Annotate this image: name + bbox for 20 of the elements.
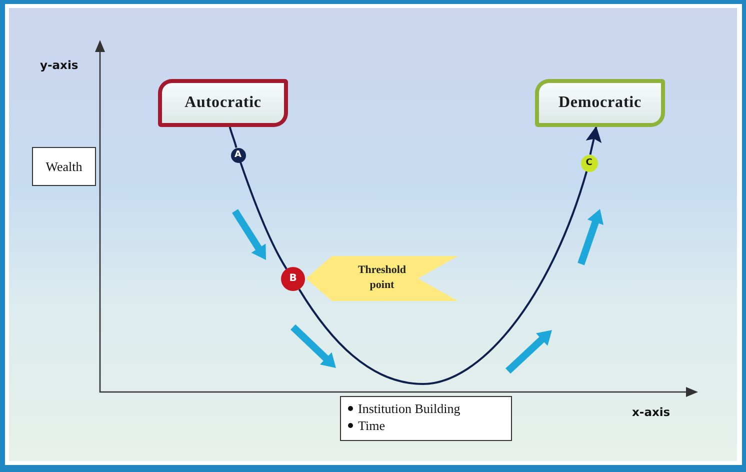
point-letter: C [586,158,592,168]
y-axis-title-box [32,147,96,186]
state-label: Democratic [558,94,642,112]
x-axis-title-box [340,396,512,441]
callout-pennant [306,256,458,301]
state-box [158,79,288,127]
list-item-text: Institution Building [358,401,460,416]
curve-arrow [586,126,602,155]
curve-line [239,162,288,270]
point-letter: A [234,150,242,160]
state-label: Autocratic [184,94,262,112]
point-letter: B [289,274,297,284]
curve-line [298,170,588,385]
axis-label: x-axis [632,405,670,419]
callout-text: Threshold point [356,263,408,293]
axis-label: y-axis [40,58,78,72]
list-item-text: Time [358,418,385,433]
curve-line [228,126,238,148]
state-box [535,79,665,127]
axis-title: Wealth [46,158,82,174]
